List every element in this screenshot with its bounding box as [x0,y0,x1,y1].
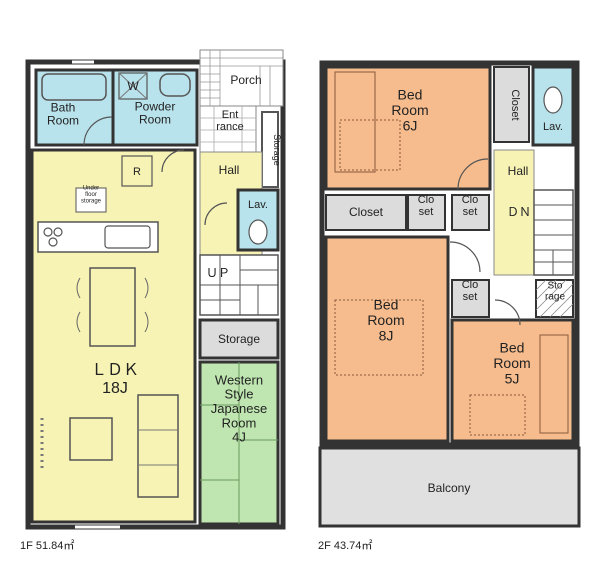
storage-1f [198,318,280,360]
sink-icon [159,73,191,97]
washer-box [118,72,148,100]
floor-2 [318,60,581,528]
entrance [199,105,257,153]
toilet-icon [248,219,268,245]
bed-6j [334,71,376,173]
bath-room [34,68,115,147]
closet-b [451,194,490,231]
closet-vertical [493,66,530,143]
label-hall-2f: Hall [508,164,529,178]
low-table [69,417,113,461]
label-dn: ＤＮ [507,205,531,219]
sofa [137,394,179,498]
floor-1 [25,49,286,530]
caption-2f: 2F 43.74㎡ [318,539,372,552]
closet-horizontal [325,194,407,231]
closet-a [407,194,446,231]
storage-2f [535,279,574,318]
bedroom-6j [324,65,492,191]
label-hall-1f: Hall [219,163,240,177]
powder-room [111,68,199,147]
label-refrigerator: R [133,166,141,178]
label-porch: Porch [230,73,261,87]
bedroom-6j-door-icon [457,158,489,190]
refrigerator-box [121,155,153,187]
desk-5j [469,394,526,436]
label-up: ＵＰ [206,266,230,280]
label-lav-1f: Lav. [248,199,268,211]
label-balcony: Balcony [428,481,471,495]
bed-8j [334,299,424,376]
bathtub [41,73,107,101]
ldk [30,148,197,524]
kitchen-counter [37,221,159,253]
porch [199,49,284,107]
hall-2f [493,149,535,276]
hall-door-icon [204,202,228,226]
bed-5j [539,334,569,434]
label-lav-2f: Lav. [543,121,563,133]
label-closet-vertical: Closet [509,89,521,120]
balcony [318,446,581,528]
underfloor-storage-box [75,187,107,213]
storage-vertical [261,111,279,188]
closet-c [451,279,490,318]
ldk-door-icon [161,149,185,173]
label-storage-1f: Storage [218,332,260,346]
dining-table [89,267,136,347]
bedroom-5j [450,318,575,443]
bedroom-5j-door-icon [494,299,521,326]
label-closet: Closet [349,205,384,219]
kitchen-sink-icon [104,225,151,249]
label-storage-vertical: Storage [272,134,282,166]
bedroom-8j-door-icon [449,241,481,273]
desk-6j [339,119,401,171]
label-washer: W [127,79,139,93]
bath-door-icon [83,116,113,146]
toilet-icon-2f [543,86,563,114]
caption-1f: 1F 51.84㎡ [20,539,74,552]
bedroom-8j [324,235,450,443]
